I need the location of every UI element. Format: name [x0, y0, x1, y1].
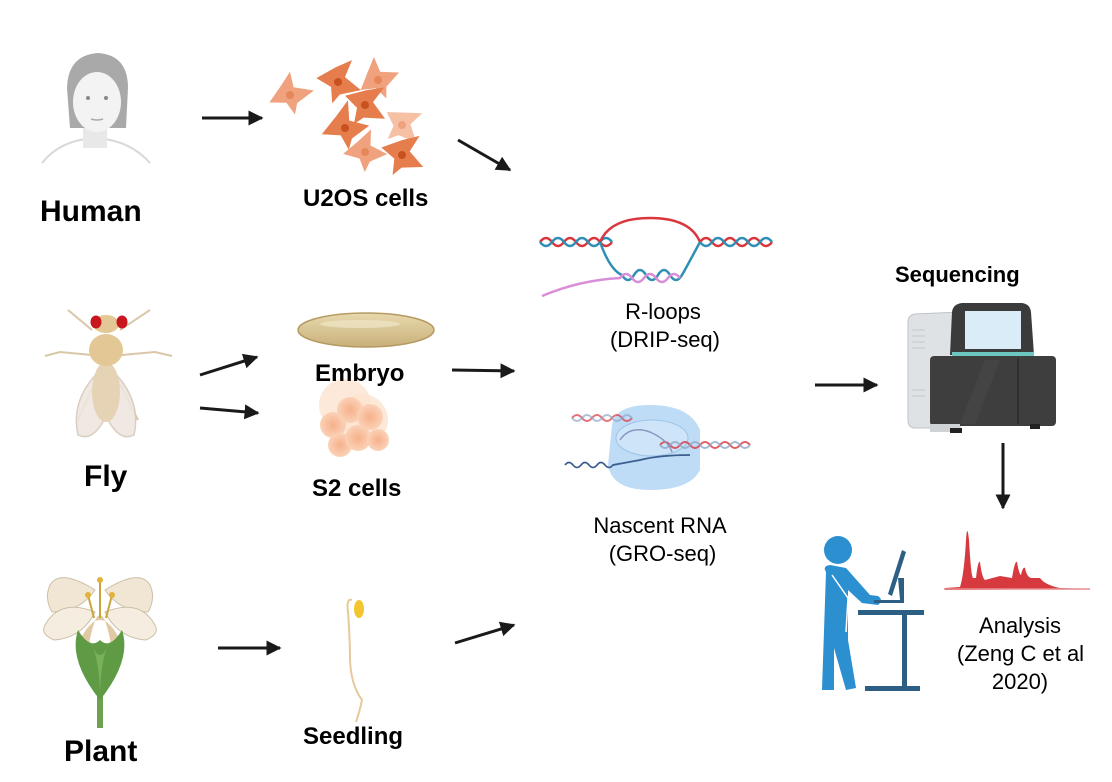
sequencer-machine-icon — [907, 303, 1056, 433]
label-fly: Fly — [84, 460, 128, 493]
arrow-fly-to-embryo — [199, 353, 259, 377]
label-seedling: Seedling — [303, 723, 404, 750]
label-analysis-year: 2020) — [991, 669, 1049, 694]
s2-cells-icon — [319, 379, 389, 457]
r-loop-dna-icon — [539, 216, 773, 298]
label-nascent-rna: Nascent RNA — [593, 513, 727, 538]
label-analysis: Analysis — [979, 613, 1061, 638]
person-at-computer-icon — [822, 536, 924, 691]
label-drip-seq: (DRIP-seq) — [609, 327, 720, 352]
flower-icon — [43, 577, 157, 728]
arrow-u2os-to-assays — [457, 138, 512, 172]
human-face-icon — [41, 53, 151, 164]
label-analysis-citation: (Zeng C et al — [956, 641, 1085, 666]
label-u2os-cells: U2OS cells — [303, 185, 429, 212]
label-embryo: Embryo — [315, 360, 405, 387]
label-plant: Plant — [64, 735, 138, 768]
embryo-icon — [297, 312, 435, 348]
arrow-seedling-to-assays — [454, 621, 516, 645]
seedling-icon — [346, 598, 364, 723]
signal-peaks-icon — [944, 531, 1090, 590]
label-s2-cells: S2 cells — [312, 475, 402, 502]
u2os-cells-icon — [269, 56, 424, 175]
arrow-embryo-to-assays — [451, 363, 516, 379]
arrow-fly-to-s2 — [199, 404, 260, 420]
label-sequencing: Sequencing — [895, 262, 1020, 287]
label-gro-seq: (GRO-seq) — [608, 541, 717, 566]
fruit-fly-icon — [44, 309, 173, 438]
label-human: Human — [40, 195, 142, 228]
label-rloops: R-loops — [625, 299, 701, 324]
rna-polymerase-icon — [564, 405, 751, 490]
arrows — [199, 110, 1011, 656]
